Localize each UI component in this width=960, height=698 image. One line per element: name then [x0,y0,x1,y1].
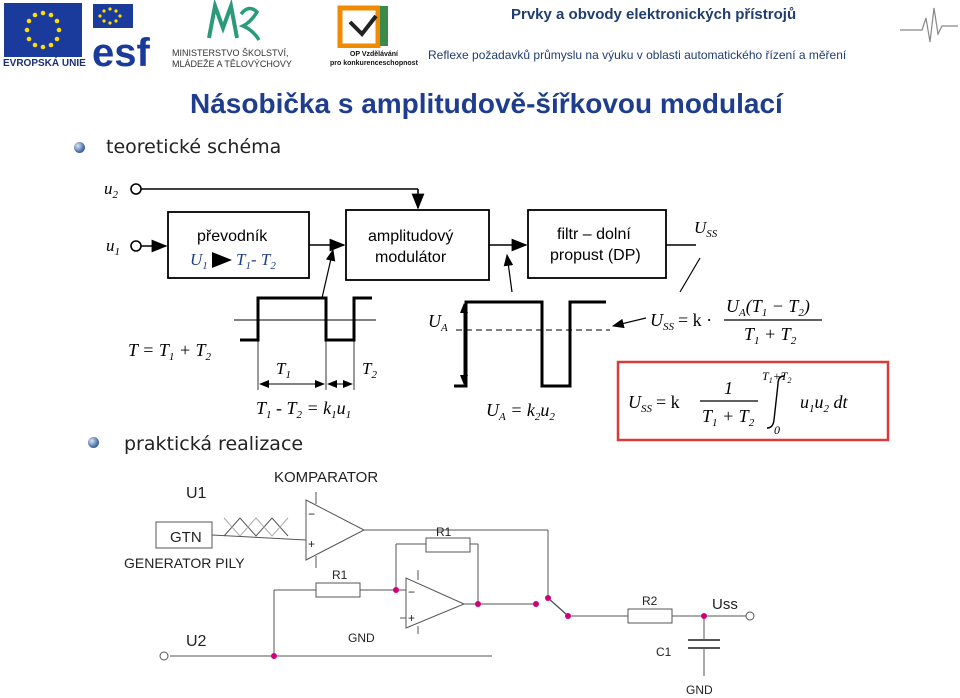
msmt-label-2: MLÁDEŽE A TĚLOVÝCHOVY [172,59,292,69]
label-generator: GENERATOR PILY [124,555,245,571]
terminal-uss [745,611,755,621]
label-gtn: GTN [170,529,202,546]
label-uss: Uss [712,596,738,613]
svg-text:u1u2 dt: u1u2 dt [800,392,849,415]
label-uss-out: USS [694,218,718,240]
equation-t: T = T1 + T2 [128,340,212,363]
op-label-2: pro konkurenceschopnost [330,60,418,67]
block3-line1: filtr – dolní [557,226,631,243]
node-dot [393,587,399,593]
label-t1: T1 [276,359,291,381]
label-r1-top: R1 [436,525,452,539]
inverting-opamp [405,577,466,629]
equation-t-diff: T1 - T2 = k1u1 [256,398,351,421]
op-logo [336,4,392,49]
integral-formula-box: USS= k 1 T1 + T2 T1+T2 0 u1u2 dt [616,360,890,442]
comparator-minus: − [308,507,315,521]
msmt-label-1: MINISTERSTVO ŠKOLSTVÍ, [172,48,289,58]
theory-block-labels: převodník amplitudový modulátor filtr – … [197,226,641,266]
op-label-1: OP Vzdělávání [349,51,399,58]
opamp-minus: − [408,585,415,599]
terminal-u2 [159,651,169,661]
svg-text:1: 1 [724,378,733,398]
eu-flag-logo [4,3,82,57]
node-dot [701,613,707,619]
page-title: Násobička s amplitudově-šířkovou modulac… [190,88,783,119]
label-u2: u2 [104,179,119,201]
integral-sign-icon [766,375,785,429]
node-dot [271,653,277,659]
label-c1: C1 [656,645,672,659]
label-u1: u1 [106,236,120,258]
svg-text:UA(T1 − T2): UA(T1 − T2) [726,296,810,319]
comparator-opamp [305,499,366,561]
resistor-r1-top [425,537,471,553]
block2-line2: modulátor [375,249,447,266]
block3-line2: propust (DP) [550,247,641,264]
esf-logo: esf [90,0,166,75]
header-subtitle: Reflexe požadavků průmyslu na výuku v ob… [428,48,847,62]
msmt-logo [205,0,265,46]
node-dot [533,601,539,607]
svg-text:T1 + T2: T1 + T2 [744,324,797,347]
label-u1: U1 [186,485,207,502]
comparator-plus: + [308,537,315,551]
svg-text:T1 + T2: T1 + T2 [702,406,755,429]
node-dot [545,595,551,601]
header-title: Prvky a obvody elektronických přístrojů [511,6,797,23]
circuit-labels: U1 KOMPARATOR GTN GENERATOR PILY R1 R1 R… [124,469,738,697]
resistor-r2 [627,608,673,624]
label-r2: R2 [642,594,658,608]
sawtooth-icon [223,517,289,537]
node-dot [475,601,481,607]
bullet-practice: praktická realizace [124,433,304,455]
equation-ua: UA = k2u2 [486,400,555,423]
node-dot [565,613,571,619]
header-signal-icon [900,4,958,44]
bullet-icon [74,142,85,153]
bullet-theory: teoretické schéma [106,136,282,158]
opamp-plus: + [408,611,415,625]
block2-line1: amplitudový [368,228,453,245]
input-terminal-u1 [130,240,142,252]
msmt-label: MINISTERSTVO ŠKOLSTVÍ, MLÁDEŽE A TĚLOVÝC… [172,48,292,70]
label-r1-left: R1 [332,568,348,582]
practical-circuit [155,492,748,676]
block1-line1: převodník [197,228,268,245]
svg-text:0: 0 [774,423,780,437]
theory-schema [130,183,701,329]
svg-text:U1: U1 [190,250,208,272]
label-t2: T2 [362,359,377,381]
svg-text:T1- T2: T1- T2 [236,250,276,272]
block1-formula: U1 T1- T2 [190,250,276,272]
eu-label: EVROPSKÁ UNIE [3,58,86,69]
label-gnd-2: GND [686,683,713,697]
esf-text: esf [92,31,150,70]
label-ua: UA [428,311,448,334]
label-comparator: KOMPARATOR [274,469,378,486]
bullet-icon [88,437,99,448]
label-gnd-1: GND [348,631,375,645]
input-terminal-u2 [130,183,142,195]
svg-text:T1+T2: T1+T2 [762,369,791,385]
svg-text:USS= k ·: USS= k · [650,310,712,333]
label-u2: U2 [186,633,207,650]
pwm-waveform [234,296,376,390]
block-modulator [345,209,490,281]
analog-switch [547,597,567,615]
eu-stars-icon [24,10,62,50]
svg-text:USS= k: USS= k [628,392,680,415]
block-filter [527,209,667,279]
op-label: OP Vzdělávání pro konkurenceschopnost [330,50,418,68]
equation-uss: USS= k · UA(T1 − T2) T1 + T2 [650,296,822,347]
resistor-r1-left [315,582,361,598]
am-waveform [454,300,610,388]
